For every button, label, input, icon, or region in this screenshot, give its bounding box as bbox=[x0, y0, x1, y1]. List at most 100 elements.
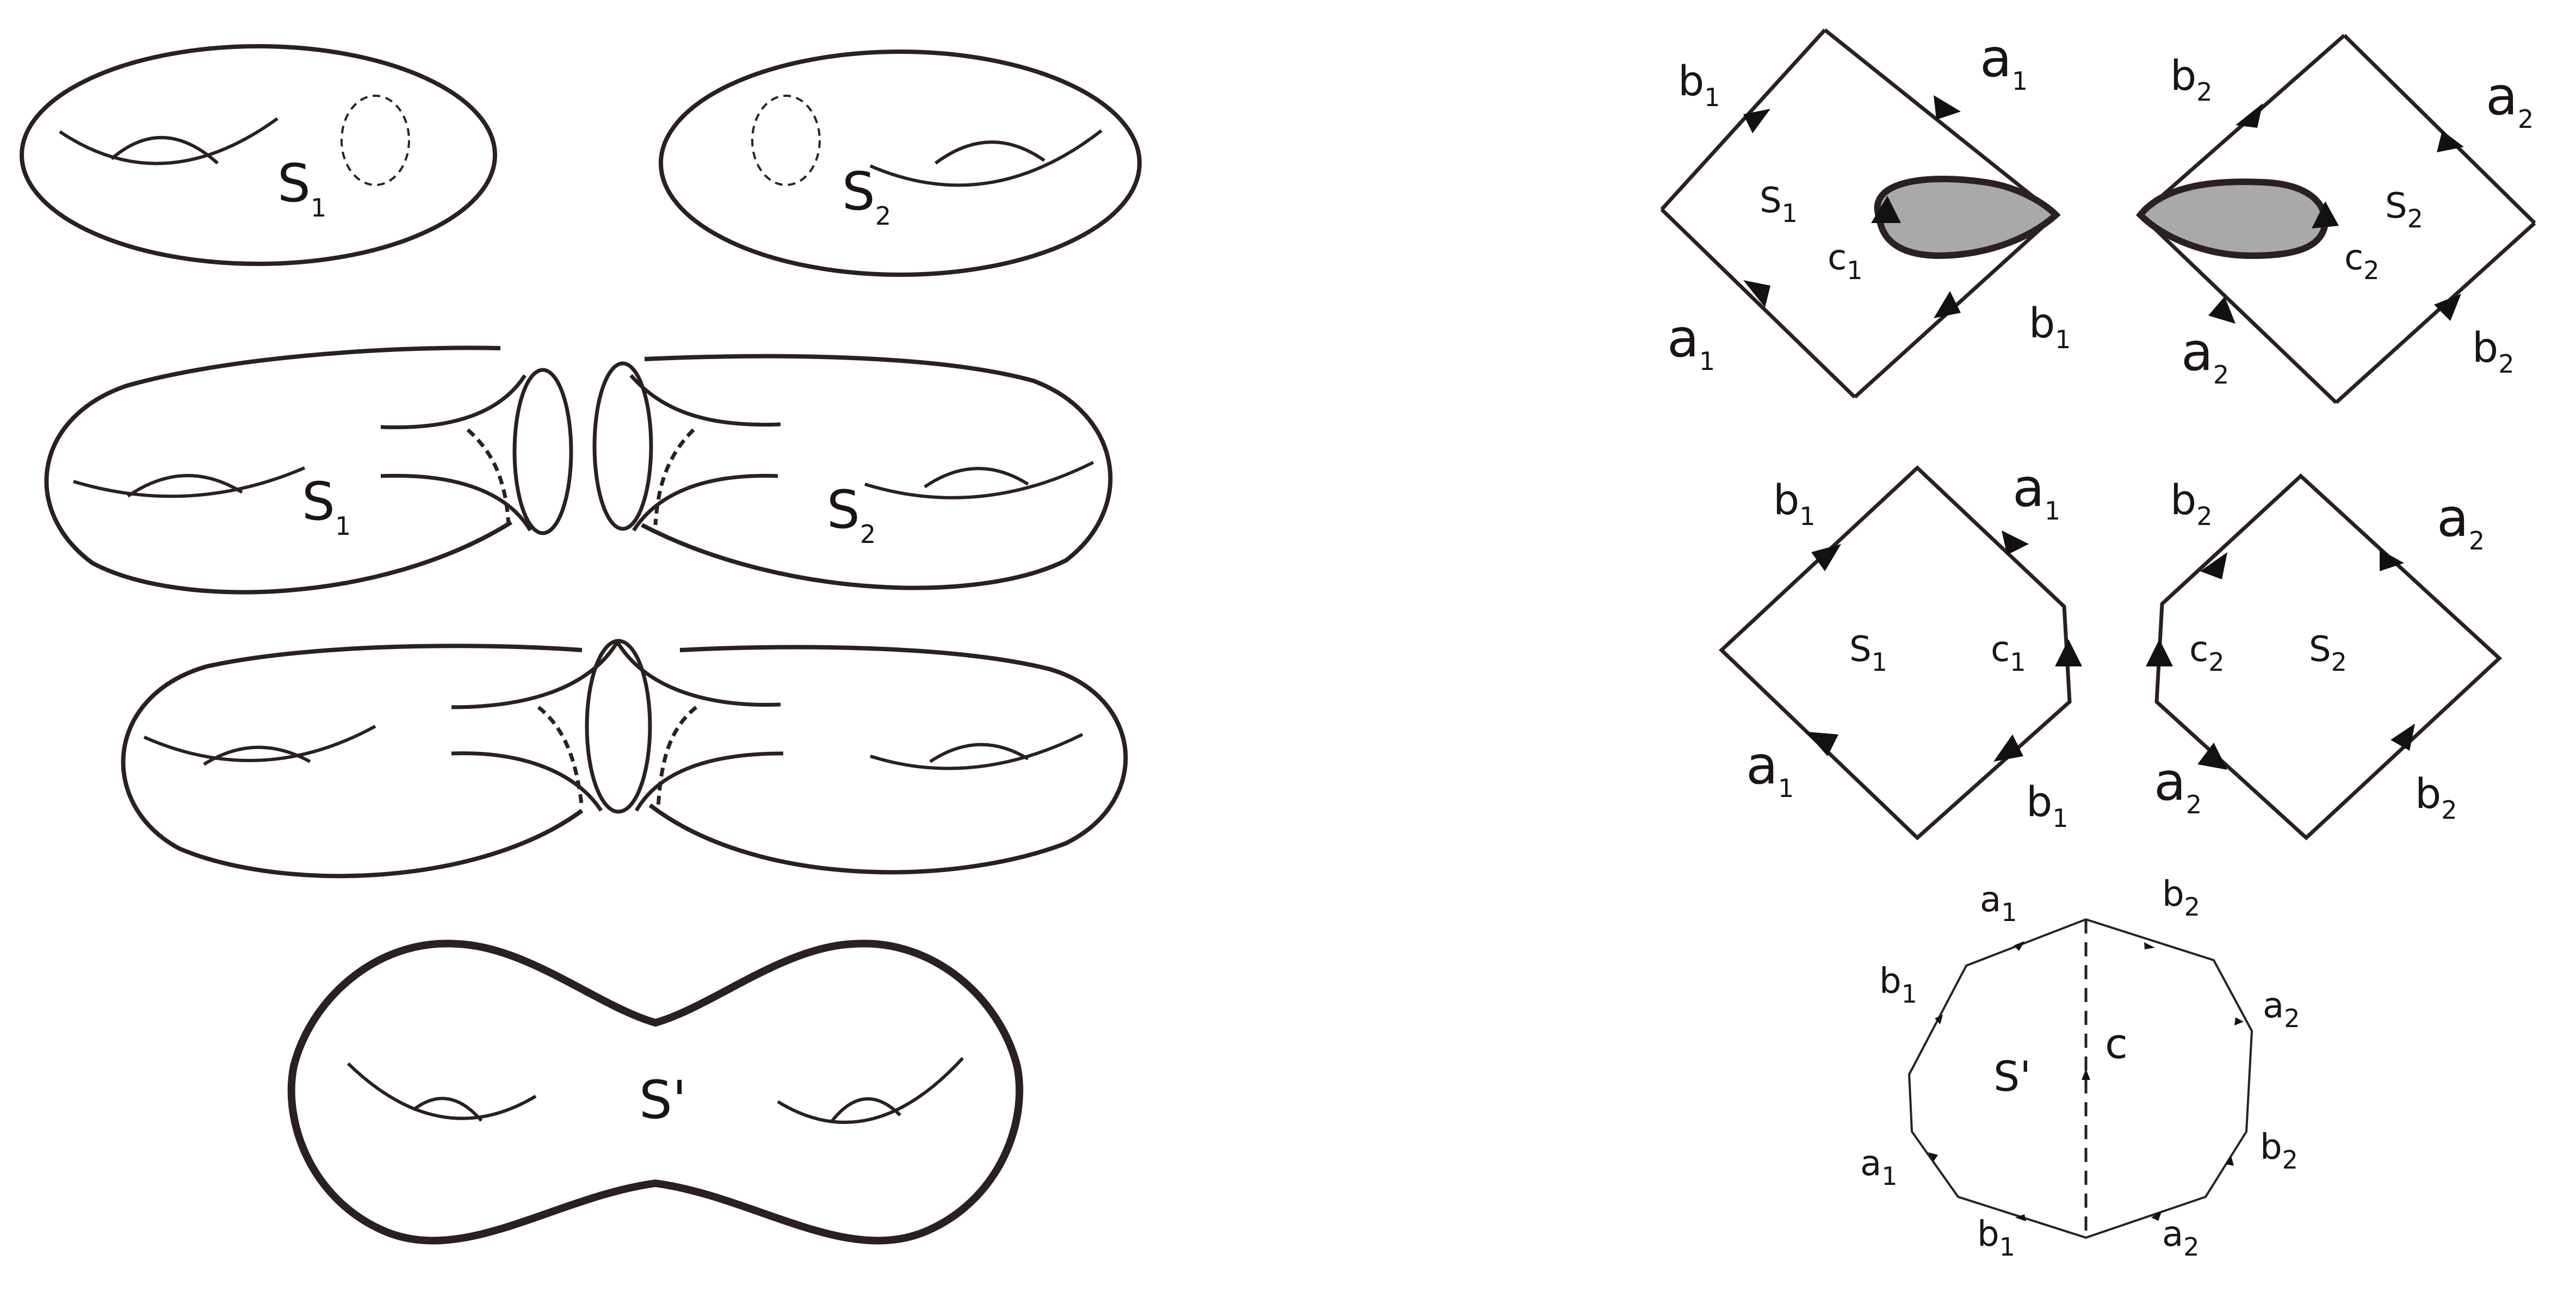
top-left-square: b1 a1 a1 b1 S1 c1 bbox=[1660, 28, 2071, 399]
torus-s1-hole-upper bbox=[110, 136, 219, 165]
octagon-label-upper-left: b1 bbox=[1879, 961, 1917, 1009]
arrow-a1-mid-bottom bbox=[1806, 732, 1838, 756]
torus-s2-hole-lower bbox=[869, 129, 1103, 187]
torus-right-label: S2 bbox=[827, 479, 876, 549]
arrow-b1-bottom bbox=[1934, 291, 1961, 318]
torus-left-hole-upper bbox=[127, 474, 243, 498]
mid-s1-label-surface: S1 bbox=[1849, 629, 1887, 677]
torus-left-label: S1 bbox=[302, 471, 351, 541]
octagon-arrows bbox=[1928, 941, 2244, 1221]
arrow-b2-top bbox=[2236, 103, 2263, 128]
glued-left-outline bbox=[121, 644, 584, 879]
octagon-label-cut: c bbox=[2105, 1019, 2128, 1068]
tube-left-hidden-rim bbox=[466, 428, 511, 526]
torus-s2-outline bbox=[659, 50, 1142, 277]
torus-right-hole-upper bbox=[924, 467, 1029, 489]
arrow-a1-top bbox=[1934, 95, 1961, 120]
arrow-oct-a1-left bbox=[1928, 1152, 1938, 1161]
mid-right-shape: b2 a2 a2 b2 S2 c2 bbox=[2146, 473, 2503, 841]
mid-s2-label-c: c2 bbox=[2189, 629, 2224, 677]
octagon-label-upper-right: a2 bbox=[2263, 986, 2300, 1033]
square-s1-arrows bbox=[1743, 95, 1961, 318]
glued-left-hole-lower bbox=[143, 725, 376, 762]
mid-s1-label-a: a1 bbox=[2013, 458, 2060, 526]
arrow-b1-top bbox=[1743, 109, 1770, 133]
torus-s1-hole-lower bbox=[59, 117, 278, 165]
neck-top-left bbox=[451, 641, 619, 709]
square-s2-edge-lower-left bbox=[2139, 213, 2338, 404]
square-s2-label-a: a2 bbox=[2486, 66, 2534, 134]
square-s1-shaded-disk bbox=[1874, 176, 2061, 259]
mid-s1-label-c: c1 bbox=[1991, 629, 2026, 677]
mid-left-shape: b1 a1 a1 b1 S1 c1 bbox=[1718, 458, 2082, 841]
torus-right-outline bbox=[641, 354, 1113, 590]
neck-hidden-right bbox=[656, 706, 698, 808]
glued-right-outline bbox=[648, 645, 1128, 875]
arrow-a2-top bbox=[2437, 131, 2464, 152]
mid-s1-label-b-low: b1 bbox=[2026, 777, 2069, 833]
square-s1-edge-lower-left bbox=[1660, 208, 1856, 399]
glued-right-hole-upper bbox=[929, 743, 1029, 763]
torus-s1-outline bbox=[20, 44, 497, 266]
torus-s2-label: S2 bbox=[842, 161, 891, 231]
tube-right-rim bbox=[592, 361, 653, 531]
row3-glued-tori bbox=[121, 639, 1128, 879]
arrow-oct-a2-right bbox=[2234, 1017, 2244, 1025]
arrow-oct-a2-bottom bbox=[2151, 1210, 2162, 1221]
glued-right-hole-lower bbox=[870, 733, 1083, 770]
octagon-label-lower-right: b2 bbox=[2260, 1127, 2298, 1175]
octagon-label-surface: S' bbox=[1993, 1052, 2031, 1101]
arrow-a2-mid-bottom bbox=[2197, 743, 2227, 770]
neck-bottom-right bbox=[634, 751, 784, 812]
torus-s1: S1 bbox=[20, 44, 497, 266]
arrow-a1-bottom bbox=[1743, 280, 1770, 307]
neck-hidden-left bbox=[537, 706, 584, 808]
glued-left-hole-upper bbox=[203, 745, 311, 766]
arrow-oct-b2-top bbox=[2144, 942, 2155, 949]
genus2-left-hole-lower bbox=[346, 1062, 537, 1120]
octagon-label-lower-left: a1 bbox=[1860, 1144, 1898, 1191]
square-s1-label-c: c1 bbox=[1828, 238, 1862, 285]
torus-left-outline bbox=[44, 345, 513, 595]
genus2-outline bbox=[287, 940, 1024, 1245]
octagon-outline bbox=[1908, 918, 2253, 1239]
square-s2-label-b-low: b2 bbox=[2472, 323, 2515, 379]
square-s2-edge-upper-right bbox=[2343, 34, 2536, 225]
arrow-b2-bottom bbox=[2434, 294, 2461, 321]
square-s2-label-a-low: a2 bbox=[2181, 322, 2229, 390]
arrow-a2-mid-top bbox=[2380, 549, 2404, 571]
neck-bottom-left bbox=[451, 751, 603, 812]
square-s1-edge-upper-left bbox=[1660, 28, 1826, 211]
torus-left-hole-lower bbox=[73, 466, 306, 498]
tube-left-bottom bbox=[380, 473, 532, 532]
row1-separate-tori: S1 S2 bbox=[20, 44, 1142, 277]
arrow-c1 bbox=[1871, 196, 1901, 223]
neck-top-right bbox=[616, 641, 781, 707]
torus-s2-dashed-disk bbox=[751, 95, 821, 186]
square-s1-label-b-low: b1 bbox=[2029, 299, 2071, 354]
mid-s2-arrows bbox=[2146, 549, 2415, 770]
mid-s2-label-a-low: a2 bbox=[2154, 751, 2202, 819]
mid-s2-label-a: a2 bbox=[2437, 487, 2485, 555]
arrow-c2-mid bbox=[2146, 639, 2173, 666]
arrow-c1-mid bbox=[2055, 639, 2082, 666]
square-s2-arrows bbox=[2208, 103, 2464, 324]
octagon-label-bottom-left: b1 bbox=[1977, 1214, 2015, 1262]
row4-genus-two-surface: S' bbox=[287, 940, 1024, 1245]
arrow-b1-mid-bottom bbox=[1993, 734, 2023, 762]
arrow-c2 bbox=[2312, 201, 2339, 228]
top-right-square: b2 a2 a2 b2 S2 c2 bbox=[2135, 34, 2536, 404]
arrow-oct-b2-right bbox=[2226, 1156, 2234, 1166]
tube-left-rim bbox=[512, 368, 573, 535]
octagon-label-bottom-right: a2 bbox=[2162, 1214, 2200, 1262]
arrow-a1-mid-top bbox=[2002, 530, 2029, 555]
square-s1-edge-upper-right bbox=[1823, 28, 2058, 217]
arrow-a2-bottom bbox=[2208, 296, 2236, 324]
torus-s2-hole-upper bbox=[934, 140, 1045, 165]
mid-s2-label-b: b2 bbox=[2170, 475, 2213, 531]
genus2-left-hole-upper bbox=[412, 1097, 483, 1122]
square-s1-label-b: b1 bbox=[1678, 57, 1720, 112]
tube-right-top bbox=[629, 374, 781, 427]
square-s1-label-a-low: a1 bbox=[1667, 308, 1715, 376]
